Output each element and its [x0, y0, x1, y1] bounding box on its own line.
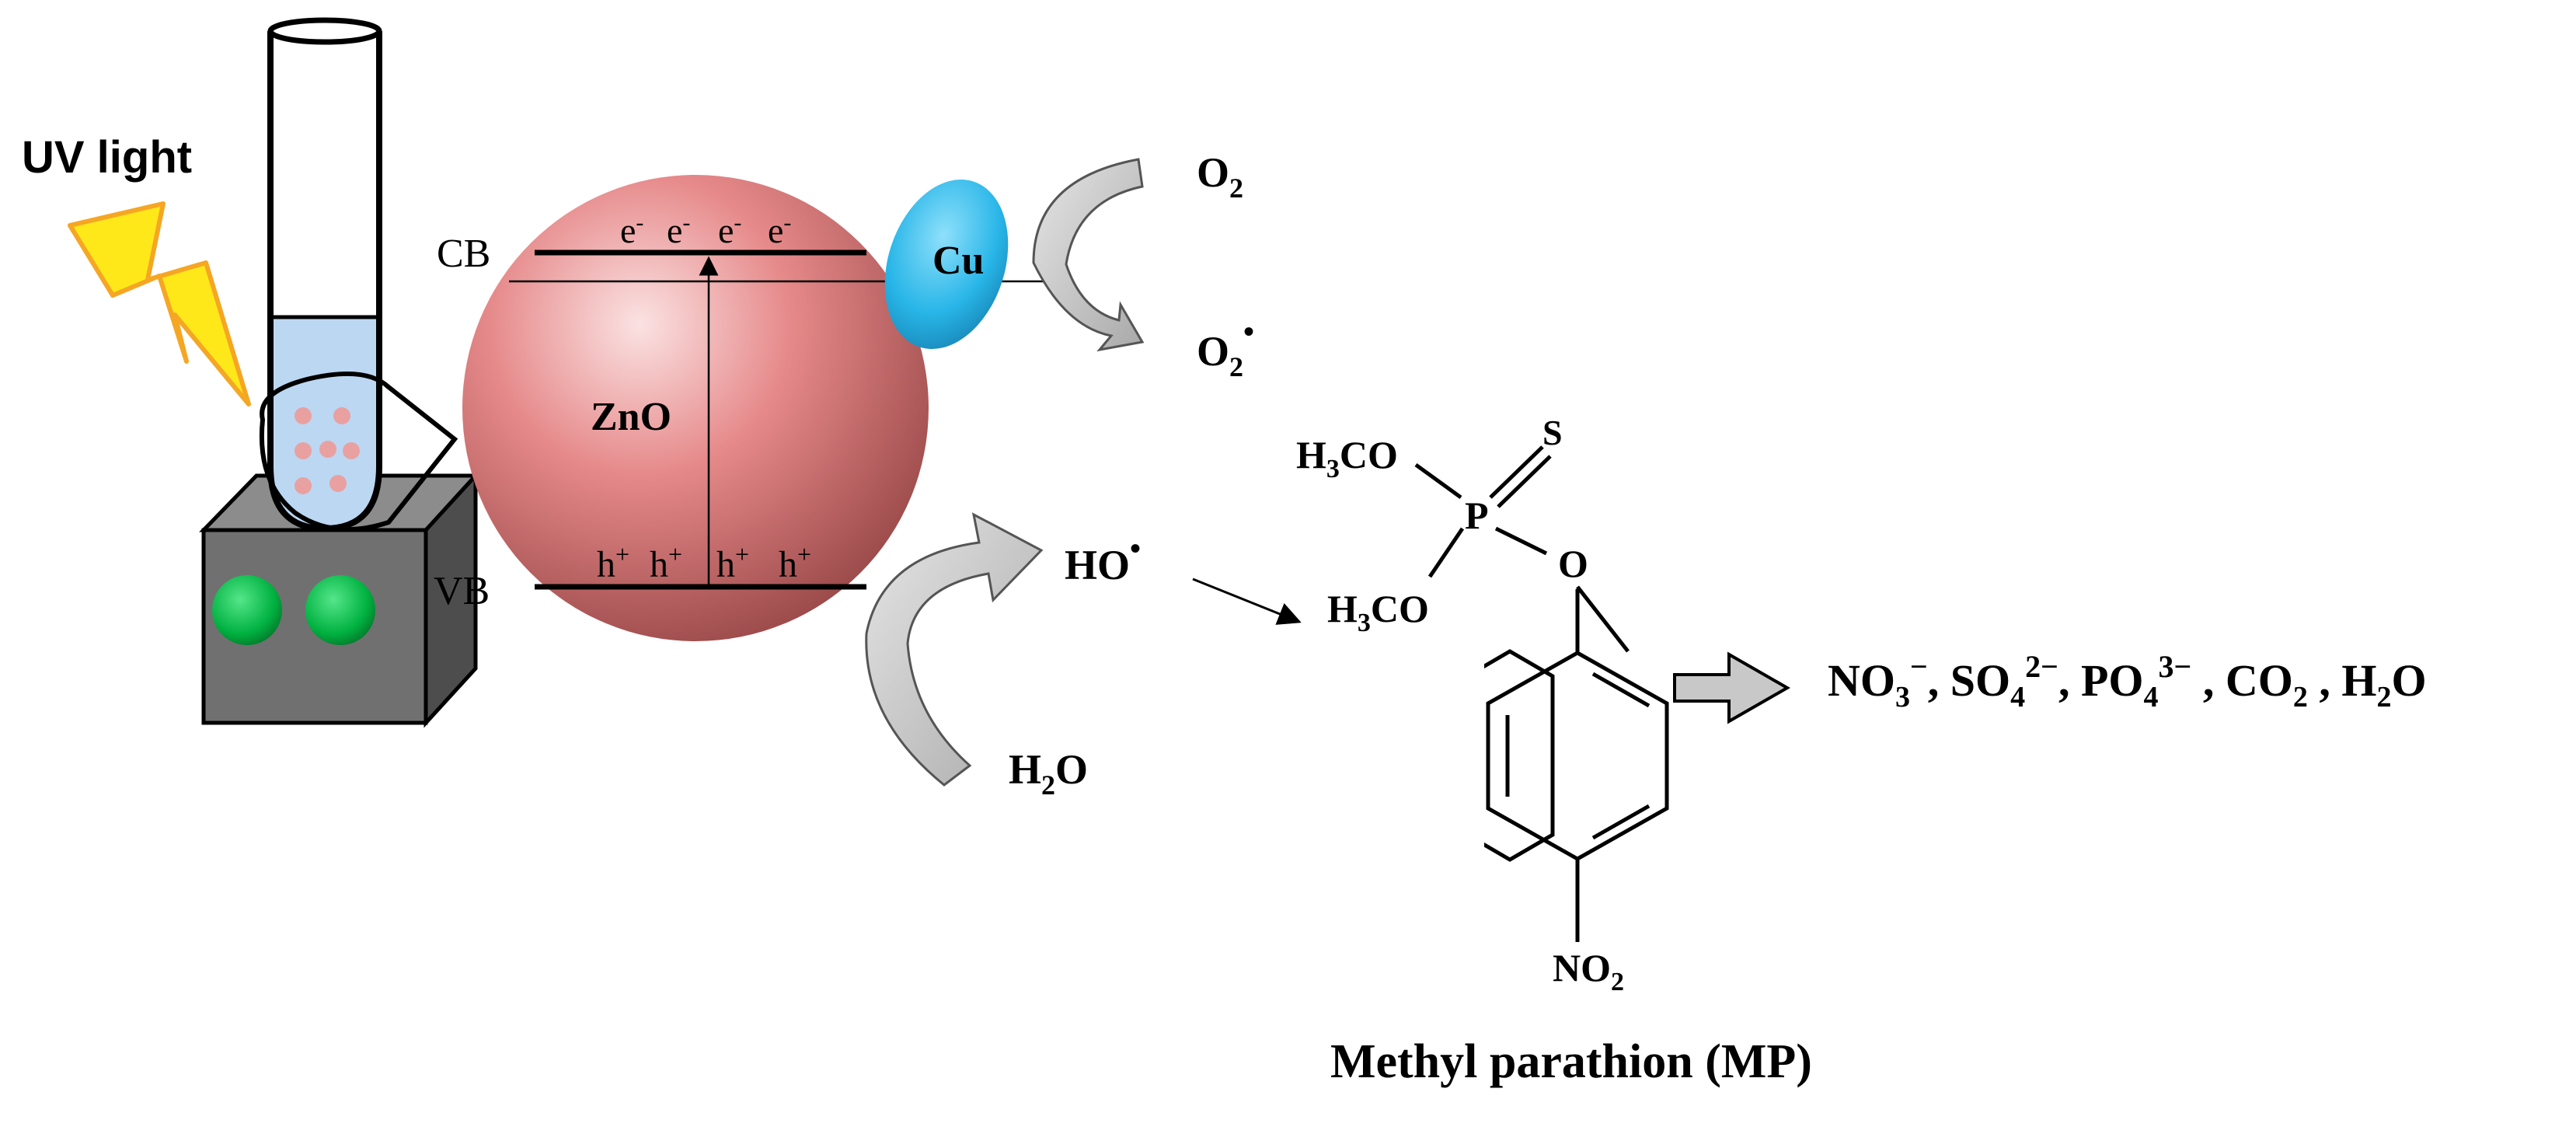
- zoom-callout: [259, 371, 458, 532]
- svg-text:e-: e-: [768, 210, 791, 250]
- test-tube-icon: [259, 17, 458, 532]
- hole-4: h: [779, 544, 797, 585]
- phosphorus-atom: P: [1465, 494, 1489, 537]
- methyl-parathion-structure: [1414, 445, 1630, 862]
- svg-text:h+: h+: [779, 540, 811, 585]
- degradation-products: NO3−, SO42−, PO43− , CO2 , H2O: [1828, 649, 2427, 714]
- carbon-dioxide: CO: [2226, 655, 2293, 706]
- svg-text:h+: h+: [650, 540, 682, 585]
- water-oxidation-arrow: [865, 512, 1044, 787]
- o2-label: O2: [1197, 149, 1243, 204]
- stirrer-knob-left: [212, 575, 282, 645]
- holes: h+ h+ h+ h+: [597, 540, 811, 585]
- sulfur-atom: S: [1542, 413, 1563, 452]
- degradation-arrow: [1673, 651, 1791, 724]
- benzene-ring: [1486, 589, 1669, 942]
- superoxide-radical-label: O2•: [1197, 314, 1254, 382]
- uv-light-label: UV light: [22, 132, 192, 183]
- cu-label: Cu: [932, 239, 984, 283]
- svg-text:h+: h+: [597, 540, 629, 585]
- hole-1: h: [597, 544, 615, 585]
- hole-3: h: [716, 544, 735, 585]
- electron-1: e: [620, 211, 636, 250]
- electrons: e- e- e- e-: [620, 210, 791, 250]
- svg-text:h+: h+: [716, 540, 749, 585]
- methoxy-bottom: H3CO: [1327, 587, 1429, 637]
- nitro-group: NO2: [1553, 946, 1624, 996]
- hole-2: h: [650, 544, 668, 585]
- water-label: H2O: [1009, 746, 1088, 801]
- electron-2: e: [667, 211, 682, 250]
- mask: [1461, 645, 1484, 878]
- cu-particle: [884, 179, 1009, 350]
- electron-4: e: [768, 211, 783, 250]
- attack-arrow: [1192, 577, 1302, 625]
- zno-sphere: [462, 175, 929, 641]
- oxygen-atom: O: [1558, 542, 1588, 585]
- sulfate: SO: [1950, 655, 2010, 706]
- particle-dots: [295, 407, 360, 494]
- methoxy-top: H3CO: [1296, 433, 1398, 483]
- phosphate: PO: [2081, 655, 2144, 706]
- svg-text:e-: e-: [718, 210, 741, 250]
- svg-text:e-: e-: [620, 210, 643, 250]
- vb-label: VB: [434, 569, 490, 613]
- cb-label: CB: [437, 232, 490, 276]
- svg-text:e-: e-: [667, 210, 690, 250]
- oxygen-reduction-arrow: [1032, 158, 1145, 352]
- zno-label: ZnO: [591, 395, 671, 439]
- nitrate: NO: [1828, 655, 1895, 706]
- molecule-name: Methyl parathion (MP): [1330, 1035, 1812, 1088]
- lightning-bolt-icon: [68, 201, 251, 406]
- water-product: H: [2341, 655, 2376, 706]
- stirrer-knob-right: [305, 575, 375, 645]
- electron-3: e: [718, 211, 734, 250]
- hydroxyl-radical-label: HO•: [1065, 531, 1141, 588]
